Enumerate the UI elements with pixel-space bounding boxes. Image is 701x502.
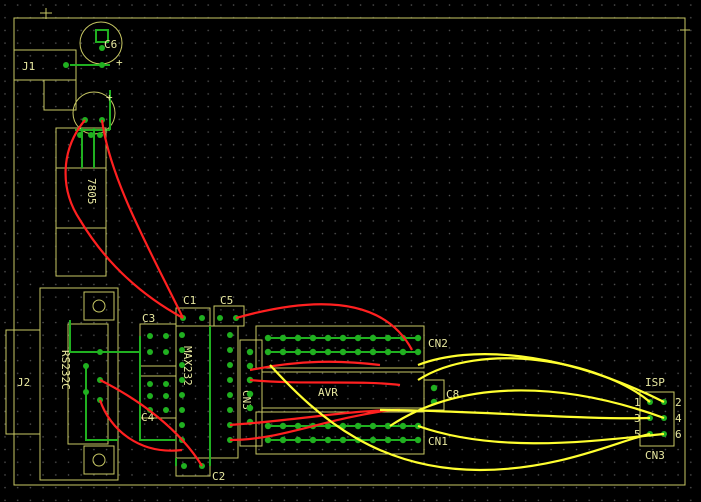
cn3-pad (246, 362, 254, 370)
label-7805: 7805 (85, 178, 98, 205)
label-cn2: CN2 (428, 337, 448, 350)
isp-pin-1: 1 (634, 396, 641, 409)
label-c4: C4 (141, 411, 155, 424)
avr-pad-rows (246, 334, 438, 444)
cn3-pad (246, 404, 254, 412)
c6-capacitor[interactable] (70, 21, 123, 68)
label-j2: J2 (17, 376, 30, 389)
label-c2: C2 (212, 470, 225, 483)
label-cn1: CN1 (428, 435, 448, 448)
isp-pin-2: 2 (675, 396, 682, 409)
label-avr: AVR (318, 386, 338, 399)
label-j1: J1 (22, 60, 35, 73)
label-isp: ISP (645, 376, 665, 389)
cn3-pad (246, 390, 254, 398)
label-plus-1: + (116, 56, 123, 69)
label-max232: MAX232 (181, 346, 194, 386)
cn3-pad (246, 348, 254, 356)
label-c1: C1 (183, 294, 196, 307)
label-rs232c: RS232C (59, 350, 72, 390)
rs232c-traces (69, 320, 140, 441)
isp-pin-4: 4 (675, 412, 682, 425)
label-c6: C6 (104, 38, 117, 51)
board-outline (13, 17, 686, 486)
max232-traces (139, 326, 211, 466)
reg-7805[interactable] (55, 127, 107, 277)
max232-ic[interactable] (175, 325, 239, 459)
pad-j1 (63, 62, 69, 68)
avr-socket[interactable] (239, 325, 445, 455)
yellow-airwires (269, 353, 665, 472)
outline-corner-marks (40, 8, 690, 35)
label-c3: C3 (142, 312, 155, 325)
c8-pad (430, 384, 438, 392)
isp-pin-5: 5 (634, 428, 641, 441)
label-c5: C5 (220, 294, 233, 307)
label-cn3-isp: CN3 (645, 449, 665, 462)
isp-pin-6: 6 (675, 428, 682, 441)
label-plus-2: + (106, 91, 113, 104)
avr-traces (268, 337, 418, 441)
